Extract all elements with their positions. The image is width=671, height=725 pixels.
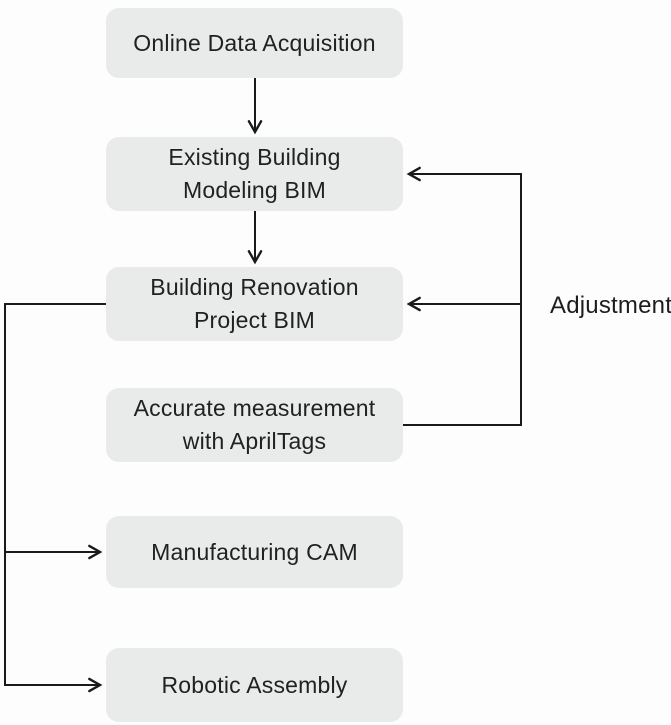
node-manufacturing-cam: Manufacturing CAM xyxy=(106,516,403,588)
node-online-data-acquisition: Online Data Acquisition xyxy=(106,8,403,78)
node-label: Building Renovation Project BIM xyxy=(150,274,359,333)
edge-apriltags-to-existing-bim xyxy=(403,166,522,426)
node-building-renovation-project-bim: Building Renovation Project BIM xyxy=(106,267,403,341)
node-label: Existing Building Modeling BIM xyxy=(168,144,341,203)
node-robotic-assembly: Robotic Assembly xyxy=(106,648,403,722)
node-accurate-measurement-apriltags: Accurate measurement with AprilTags xyxy=(106,388,403,462)
node-label: Robotic Assembly xyxy=(161,671,348,698)
edge-label-adjustment: Adjustment xyxy=(550,292,671,319)
node-label: Manufacturing CAM xyxy=(151,538,358,565)
node-label: Accurate measurement with AprilTags xyxy=(133,395,376,454)
edge-renovation-bim-to-robotic-assembly xyxy=(4,303,106,693)
node-existing-building-modeling-bim: Existing Building Modeling BIM xyxy=(106,137,403,211)
node-label: Online Data Acquisition xyxy=(133,29,376,56)
